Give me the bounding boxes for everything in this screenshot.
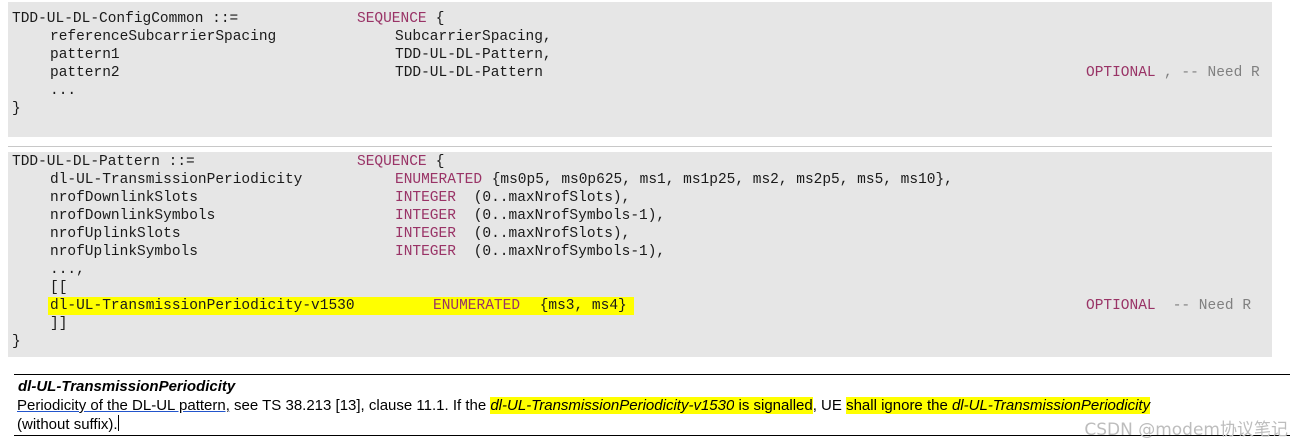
field-name: pattern1 bbox=[50, 47, 120, 63]
field-name: nrofDownlinkSymbols bbox=[50, 208, 216, 224]
code-line: nrofUplinkSlots INTEGER (0..maxNrofSlots… bbox=[12, 225, 630, 243]
description-segment: shall ignore the bbox=[846, 397, 952, 414]
field-type: TDD-UL-DL-Pattern, bbox=[395, 47, 552, 63]
field-type: SubcarrierSpacing, bbox=[395, 29, 552, 45]
description-segment: dl-UL-TransmissionPeriodicity bbox=[951, 397, 1151, 414]
code-line-highlighted: dl-UL-TransmissionPeriodicity-v1530 ENUM… bbox=[12, 297, 1251, 315]
field-name: referenceSubcarrierSpacing bbox=[50, 29, 277, 45]
extension-marker: ..., bbox=[50, 262, 85, 278]
table-border-top bbox=[14, 374, 1290, 375]
code-line: nrofUplinkSymbols INTEGER (0..maxNrofSym… bbox=[12, 243, 665, 261]
type-name: TDD-UL-DL-ConfigCommon ::= bbox=[12, 11, 239, 27]
table-border-bottom bbox=[14, 435, 1290, 436]
field-name: dl-UL-TransmissionPeriodicity-v1530 bbox=[50, 298, 355, 314]
keyword: INTEGER bbox=[395, 208, 456, 224]
extension-group-close: ]] bbox=[50, 316, 68, 332]
brace: { bbox=[427, 154, 445, 170]
keyword: INTEGER bbox=[395, 226, 456, 242]
description-segment: , UE bbox=[812, 397, 847, 414]
field-name: nrofDownlinkSlots bbox=[50, 190, 198, 206]
code-line: pattern2 TDD-UL-DL-Pattern OPTIONAL , --… bbox=[12, 64, 1260, 82]
divider bbox=[8, 146, 1272, 147]
keyword: INTEGER bbox=[395, 244, 456, 260]
code-line: [[ bbox=[12, 279, 67, 297]
optional-keyword: OPTIONAL bbox=[1086, 298, 1156, 314]
keyword: ENUMERATED bbox=[433, 298, 521, 314]
keyword: SEQUENCE bbox=[357, 154, 427, 170]
code-line: ..., bbox=[12, 261, 85, 279]
field-range: (0..maxNrofSymbols-1), bbox=[465, 208, 666, 224]
code-line: pattern1 TDD-UL-DL-Pattern, bbox=[12, 46, 552, 64]
field-range: (0..maxNrofSymbols-1), bbox=[465, 244, 666, 260]
code-line: ]] bbox=[12, 315, 67, 333]
field-description-title: dl-UL-TransmissionPeriodicity bbox=[18, 378, 236, 395]
keyword: ENUMERATED bbox=[395, 172, 483, 188]
text-cursor bbox=[117, 415, 119, 431]
description-segment: dl-UL-TransmissionPeriodicity-v1530 bbox=[490, 397, 735, 414]
field-name: pattern2 bbox=[50, 65, 120, 81]
highlight-band bbox=[48, 297, 634, 315]
extension-marker: ... bbox=[50, 83, 77, 99]
need-comment: -- Need R bbox=[1164, 298, 1252, 314]
field-range: (0..maxNrofSlots), bbox=[465, 226, 631, 242]
type-name: TDD-UL-DL-Pattern ::= bbox=[12, 154, 195, 170]
field-range: (0..maxNrofSlots), bbox=[465, 190, 631, 206]
field-name: nrofUplinkSlots bbox=[50, 226, 181, 242]
code-line: referenceSubcarrierSpacing SubcarrierSpa… bbox=[12, 28, 552, 46]
closing-brace: } bbox=[12, 101, 21, 117]
asn1-code-block-pattern: TDD-UL-DL-Pattern ::= SEQUENCE { dl-UL-T… bbox=[8, 152, 1272, 357]
code-line: TDD-UL-DL-ConfigCommon ::= SEQUENCE { bbox=[12, 10, 444, 28]
description-segment: Periodicity of the DL-UL pattern, bbox=[17, 397, 230, 414]
field-name: nrofUplinkSymbols bbox=[50, 244, 198, 260]
extension-group-open: [[ bbox=[50, 280, 68, 296]
field-type: TDD-UL-DL-Pattern bbox=[395, 65, 543, 81]
optional-keyword: OPTIONAL bbox=[1086, 65, 1156, 81]
keyword: INTEGER bbox=[395, 190, 456, 206]
field-description-text: Periodicity of the DL-UL pattern, see TS… bbox=[17, 396, 1292, 434]
field-range: {ms0p5, ms0p625, ms1, ms1p25, ms2, ms2p5… bbox=[483, 172, 953, 188]
field-name: dl-UL-TransmissionPeriodicity bbox=[50, 172, 303, 188]
code-line: } bbox=[12, 333, 47, 351]
keyword: SEQUENCE bbox=[357, 11, 427, 27]
asn1-code-block-config-common: TDD-UL-DL-ConfigCommon ::= SEQUENCE { re… bbox=[8, 2, 1272, 137]
code-line: nrofDownlinkSlots INTEGER (0..maxNrofSlo… bbox=[12, 189, 630, 207]
description-segment: see TS 38.213 [13], clause 11.1. If the bbox=[229, 397, 491, 414]
code-line: ... bbox=[12, 82, 76, 100]
description-segment: (without suffix). bbox=[17, 416, 118, 433]
code-line: TDD-UL-DL-Pattern ::= SEQUENCE { bbox=[12, 153, 444, 171]
code-line: dl-UL-TransmissionPeriodicity ENUMERATED… bbox=[12, 171, 953, 189]
brace: { bbox=[427, 11, 445, 27]
code-line: nrofDownlinkSymbols INTEGER (0..maxNrofS… bbox=[12, 207, 665, 225]
closing-brace: } bbox=[12, 334, 21, 350]
field-range: {ms3, ms4} bbox=[531, 298, 627, 314]
description-segment: is signalled bbox=[734, 397, 813, 414]
need-comment: , -- Need R bbox=[1164, 65, 1260, 81]
code-line: } bbox=[12, 100, 47, 118]
watermark: CSDN @modem协议笔记 bbox=[1084, 420, 1288, 440]
